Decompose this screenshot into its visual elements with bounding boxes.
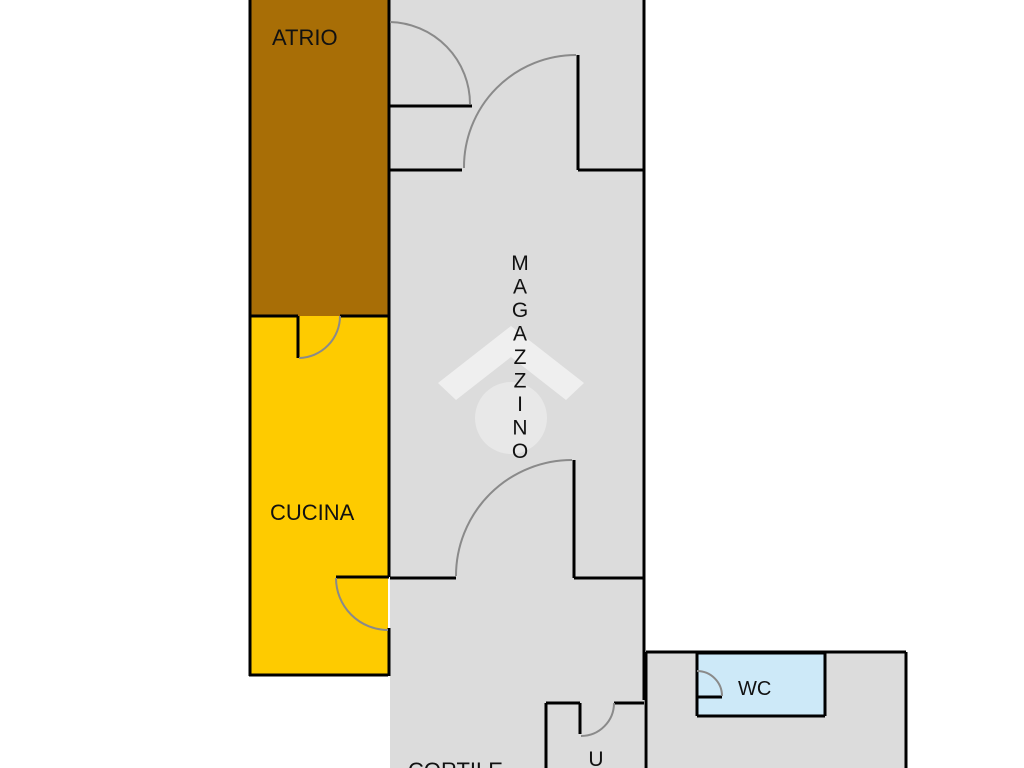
magazzino-letters-letter: G	[512, 299, 528, 322]
magazzino-letters-letter: Z	[514, 346, 527, 369]
u-label: U	[588, 748, 603, 768]
door-u	[580, 702, 615, 737]
watermark-logo	[438, 326, 584, 454]
u-closet	[546, 704, 643, 768]
cortile-label: CORTILE	[408, 758, 503, 768]
u-letters-letter: U	[588, 748, 603, 768]
door-swings	[298, 21, 723, 737]
magazzino-letters-letter: M	[511, 252, 529, 275]
wc-label: WC	[738, 678, 771, 700]
door-wc	[696, 670, 723, 697]
door-magazzino-bottom	[455, 459, 573, 577]
door-cucina-top	[298, 315, 341, 359]
magazzino-letters-letter: A	[513, 323, 527, 346]
walls	[248, 0, 908, 768]
magazzino-letters-letter: O	[512, 440, 528, 463]
cucina-label: CUCINA	[270, 500, 355, 525]
door-cucina-bottom	[335, 577, 389, 631]
magazzino-letters-letter: Z	[514, 370, 527, 393]
magazzino-room	[390, 0, 644, 578]
atrio-label: ATRIO	[272, 25, 338, 50]
atrio-room	[250, 0, 388, 316]
door-atrio	[389, 21, 471, 105]
magazzino-letters-letter: A	[513, 276, 527, 299]
magazzino-letters-letter: N	[512, 417, 527, 440]
cucina-room	[250, 316, 388, 675]
magazzino-letters-letter: I	[517, 393, 523, 416]
door-magazzino-top	[462, 54, 577, 169]
